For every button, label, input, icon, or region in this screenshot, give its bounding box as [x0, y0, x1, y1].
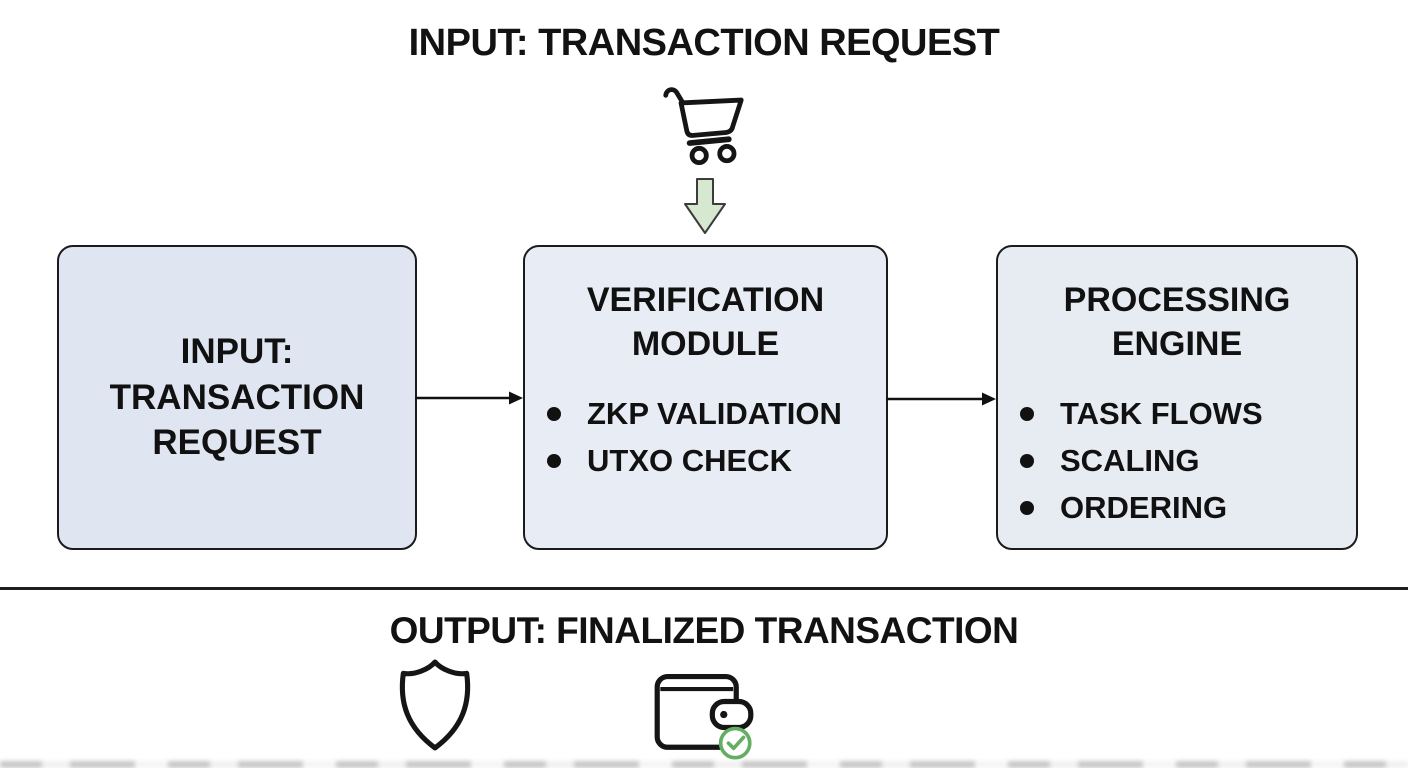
shopping-cart-icon	[663, 87, 744, 166]
bullet-item: ZKP VALIDATION	[547, 396, 886, 432]
horizontal-divider	[0, 587, 1408, 590]
bullet-item: ORDERING	[1020, 490, 1356, 526]
flow-box-verification-module: VERIFICATION MODULE ZKP VALIDATION UTXO C…	[523, 245, 888, 550]
flow-box-input-transaction-request: INPUT: TRANSACTION REQUEST	[57, 245, 417, 550]
right-arrow-connector-2	[886, 392, 996, 406]
flow-box-processing-engine: PROCESSING ENGINE TASK FLOWS SCALING ORDER…	[996, 245, 1358, 550]
bullet-item: TASK FLOWS	[1020, 396, 1356, 432]
down-arrow-icon	[684, 178, 726, 234]
input-stage-title: INPUT: TRANSACTION REQUEST	[408, 22, 1000, 64]
bullet-item: SCALING	[1020, 443, 1356, 479]
shield-icon	[399, 659, 471, 751]
flow-box-label: INPUT: TRANSACTION REQUEST	[109, 332, 365, 463]
right-arrow-connector-1	[415, 391, 523, 405]
wallet-check-icon	[654, 673, 754, 760]
flow-box-heading: PROCESSING ENGINE	[1063, 281, 1291, 363]
processing-bullet-list: TASK FLOWS SCALING ORDERING	[998, 396, 1356, 526]
bottom-artifact-band	[0, 761, 1408, 768]
flow-box-heading: VERIFICATION MODULE	[586, 281, 825, 363]
bullet-item: UTXO CHECK	[547, 443, 886, 479]
output-stage-title: OUTPUT: FINALIZED TRANSACTION	[389, 610, 1019, 651]
verification-bullet-list: ZKP VALIDATION UTXO CHECK	[525, 396, 886, 479]
